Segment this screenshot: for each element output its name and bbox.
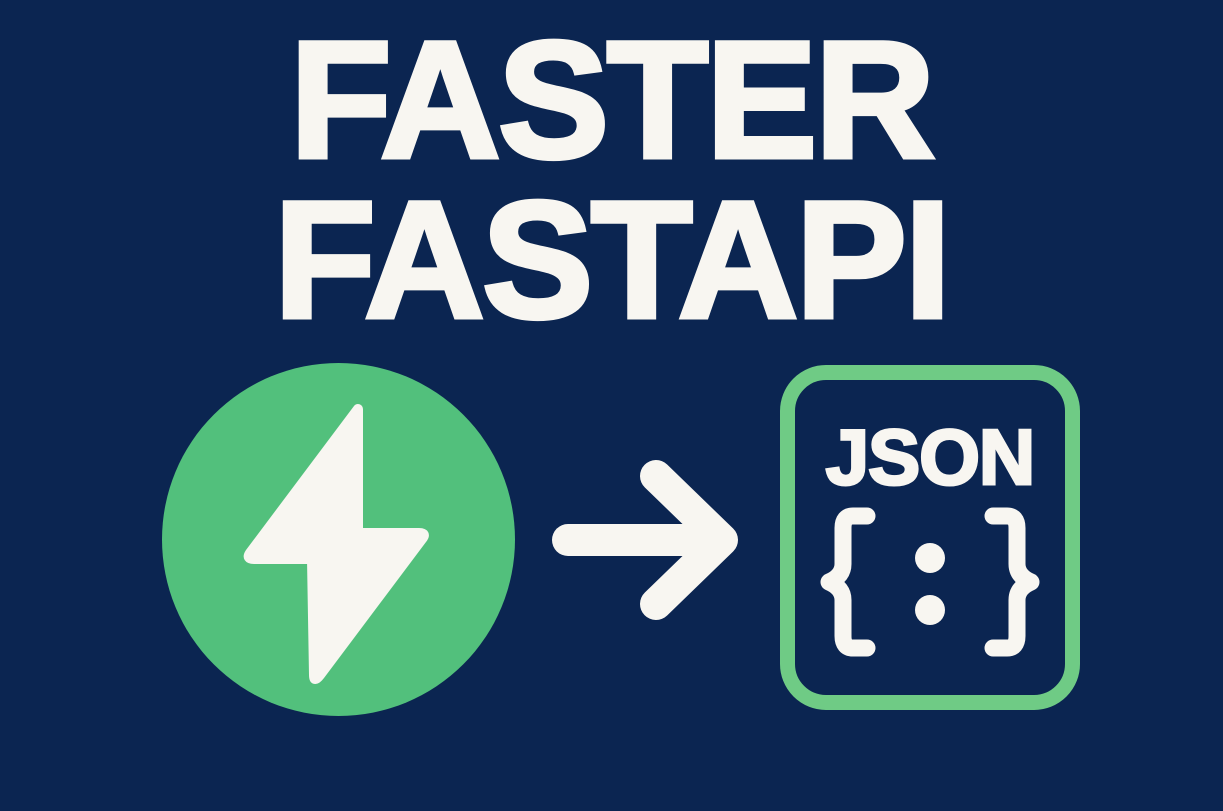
- json-card: JSON: [780, 365, 1080, 710]
- speed-badge: [162, 363, 515, 716]
- arrow-right-icon: [548, 452, 744, 628]
- page-title: FASTER FASTAPI: [0, 8, 1223, 353]
- json-braces-icon: [795, 502, 1065, 662]
- headline-line-2: FASTAPI: [272, 168, 954, 353]
- headline-line-1: FASTER: [288, 8, 938, 193]
- json-card-label: JSON: [824, 413, 1036, 501]
